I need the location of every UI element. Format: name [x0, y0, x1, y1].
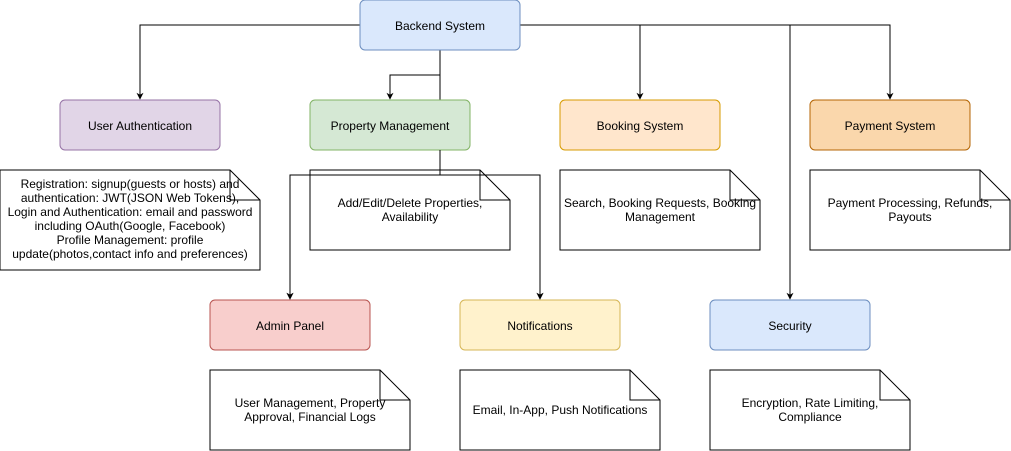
node-user-auth-box — [59, 99, 221, 151]
note-property-shape — [309, 169, 511, 251]
node-backend-label: Backend System — [395, 19, 485, 33]
note-property-management: Add/Edit/Delete Properties,Availability — [309, 169, 511, 251]
node-notifications-label: Notifications — [507, 319, 572, 333]
note-security-shape — [709, 369, 911, 451]
note-line: Payouts — [888, 210, 931, 224]
note-payment-shape — [809, 169, 1011, 251]
node-user-auth-label: User Authentication — [88, 119, 192, 133]
note-line: authentication: JWT(JSON Web Tokens), — [21, 191, 239, 205]
note-admin-shape — [209, 369, 411, 451]
edge-backend-property — [386, 50, 441, 100]
node-admin-box — [209, 299, 371, 351]
component-backend: Backend System — [359, 0, 521, 51]
note-payment-text: Payment Processing, Refunds,Payouts — [828, 196, 993, 224]
note-line: Approval, Financial Logs — [244, 410, 375, 424]
edge-overlay-trunk — [286, 150, 441, 300]
note-booking-shape — [559, 169, 761, 251]
note-notifications: Email, In-App, Push Notifications — [459, 369, 661, 451]
note-line: Add/Edit/Delete Properties, — [338, 196, 483, 210]
note-line: Profile Management: profile — [57, 233, 204, 247]
node-booking-label: Booking System — [597, 119, 684, 133]
component-notifications: Notifications — [459, 299, 621, 351]
note-line: Registration: signup(guests or hosts) an… — [21, 177, 240, 191]
node-payment-box — [809, 99, 971, 151]
note-property-text: Add/Edit/Delete Properties,Availability — [338, 196, 483, 224]
edge-backend-booking — [520, 24, 644, 100]
edge-overlay-notifications — [440, 174, 544, 300]
node-backend-box — [359, 0, 521, 51]
component-security: Security — [709, 299, 871, 351]
node-property-label: Property Management — [331, 119, 450, 133]
note-line: Encryption, Rate Limiting, — [742, 396, 879, 410]
node-security-label: Security — [768, 319, 811, 333]
node-booking-box — [559, 99, 721, 151]
note-notifications-shape — [459, 369, 661, 451]
note-line: Compliance — [778, 410, 842, 424]
note-line: including OAuth(Google, Facebook) — [35, 219, 226, 233]
component-payment-system: Payment System — [809, 99, 971, 151]
note-line: Login and Authentication: email and pass… — [8, 205, 253, 219]
note-user-authentication: Registration: signup(guests or hosts) an… — [0, 169, 261, 271]
note-line: update(photos,contact info and preferenc… — [12, 247, 248, 261]
edge-backend-payment — [520, 24, 894, 100]
node-property-box — [309, 99, 471, 151]
note-line: Availability — [382, 210, 438, 224]
component-admin-panel: Admin Panel — [209, 299, 371, 351]
component-booking-system: Booking System — [559, 99, 721, 151]
note-security: Encryption, Rate Limiting,Compliance — [709, 369, 911, 451]
note-payment-system: Payment Processing, Refunds,Payouts — [809, 169, 1011, 251]
note-line: Management — [625, 210, 696, 224]
note-security-text: Encryption, Rate Limiting,Compliance — [742, 396, 879, 424]
note-notifications-text: Email, In-App, Push Notifications — [473, 403, 648, 417]
node-notifications-box — [459, 299, 621, 351]
connectors-overlay — [286, 150, 544, 300]
component-user-authentication: User Authentication — [59, 99, 221, 151]
node-admin-label: Admin Panel — [256, 319, 324, 333]
node-payment-label: Payment System — [845, 119, 936, 133]
note-user-auth-text: Registration: signup(guests or hosts) an… — [8, 177, 253, 261]
note-line: Search, Booking Requests, Booking — [564, 196, 756, 210]
component-property-management: Property Management — [309, 99, 471, 151]
note-line: Payment Processing, Refunds, — [828, 196, 993, 210]
note-line: User Management, Property — [235, 396, 386, 410]
note-user-auth-shape — [0, 169, 261, 271]
note-line: Email, In-App, Push Notifications — [473, 403, 648, 417]
edge-backend-user-auth — [136, 24, 360, 100]
node-security-box — [709, 299, 871, 351]
